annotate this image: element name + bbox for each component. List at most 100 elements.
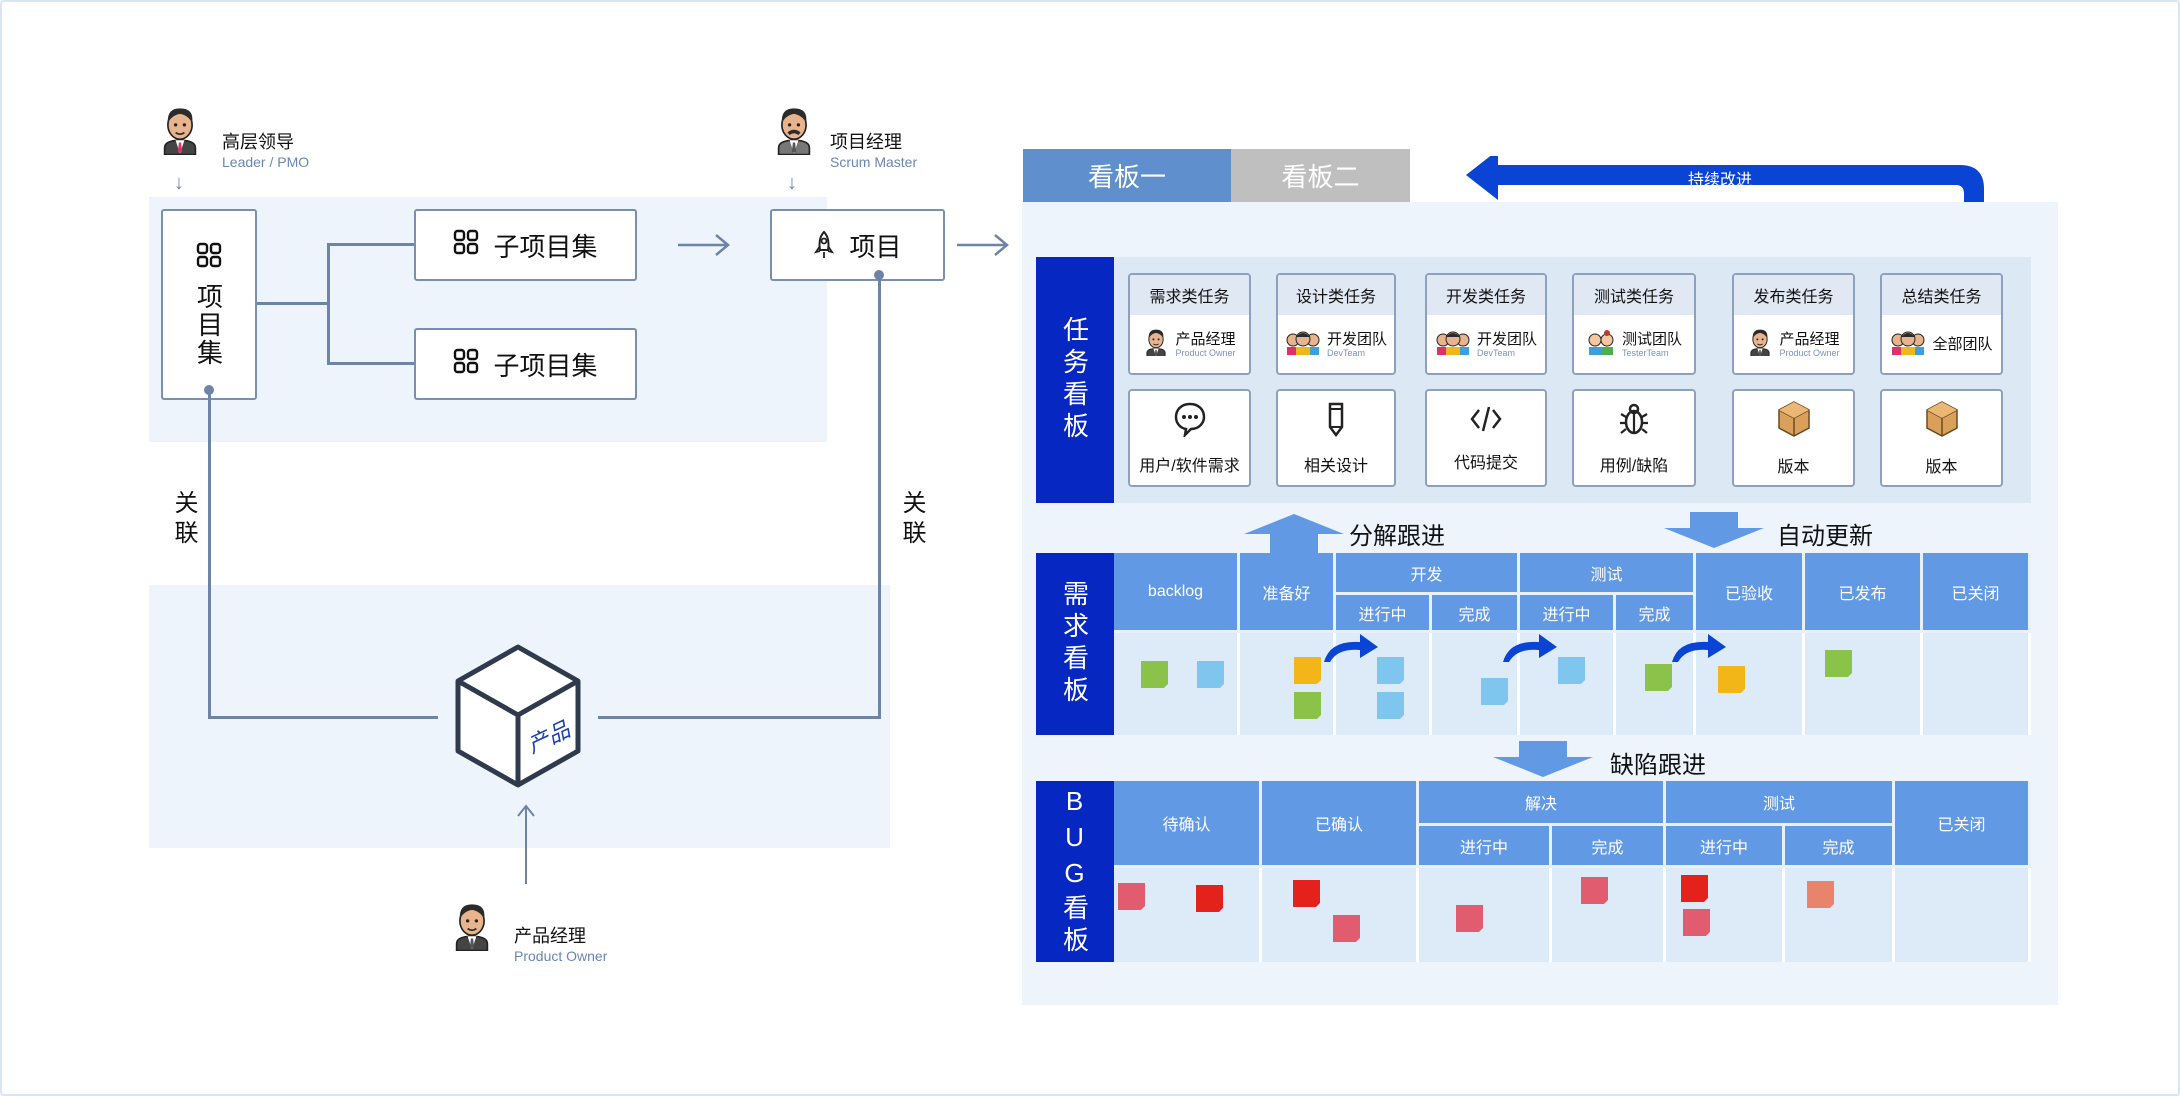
move-arrow-icon — [1670, 632, 1728, 669]
board-label-text: 需求看板 — [1059, 580, 1090, 708]
column-header[interactable]: 完成 — [1552, 826, 1666, 865]
column-header[interactable]: backlog — [1114, 553, 1240, 630]
task-item-card[interactable]: 用户/软件需求 — [1128, 389, 1251, 487]
column-header[interactable]: 已发布 — [1805, 553, 1923, 630]
flow-defect-label: 缺陷跟进 — [1610, 752, 1706, 779]
sub-program-box[interactable]: 子项目集 — [414, 209, 637, 281]
project-box[interactable]: 项目 — [770, 209, 945, 281]
task-type-title: 发布类任务 — [1734, 275, 1853, 315]
arrow-right-icon — [678, 234, 730, 256]
sticky-card[interactable] — [1683, 909, 1710, 936]
pen-icon — [1326, 401, 1346, 442]
column-body — [1785, 868, 1895, 962]
sticky-card[interactable] — [1294, 692, 1321, 719]
sticky-card[interactable] — [1718, 666, 1745, 693]
sticky-card[interactable] — [1196, 885, 1223, 912]
sub-program-box[interactable]: 子项目集 — [414, 328, 637, 400]
sticky-card[interactable] — [1456, 905, 1483, 932]
task-item-card[interactable]: 版本 — [1732, 389, 1855, 487]
column-header[interactable]: 完成 — [1616, 595, 1696, 630]
column-body — [1895, 868, 2031, 962]
task-type-title: 总结类任务 — [1882, 275, 2001, 315]
product-cube-icon[interactable] — [452, 643, 584, 789]
task-item-card[interactable]: 相关设计 — [1276, 389, 1396, 487]
task-item-label: 相关设计 — [1303, 457, 1368, 475]
column-header[interactable]: 进行中 — [1336, 595, 1432, 630]
owner-role: 产品经理 — [1779, 330, 1840, 348]
sticky-card[interactable] — [1807, 881, 1834, 908]
sticky-card[interactable] — [1825, 650, 1852, 677]
person-name: 高层领导 — [222, 132, 294, 152]
task-item-card[interactable]: 代码提交 — [1425, 389, 1547, 487]
tab-board-2[interactable]: 看板二 — [1231, 149, 1410, 202]
task-type-card[interactable]: 总结类任务全部团队 — [1880, 273, 2003, 375]
relation-line — [208, 390, 211, 718]
column-header[interactable]: 待确认 — [1114, 781, 1262, 865]
task-item-label: 代码提交 — [1453, 454, 1518, 472]
column-header[interactable]: 已验收 — [1696, 553, 1805, 630]
sticky-card[interactable] — [1558, 657, 1585, 684]
relation-line — [208, 716, 438, 719]
tab-board-1[interactable]: 看板一 — [1023, 149, 1231, 202]
task-type-owner: 全部团队 — [1882, 315, 2001, 373]
owner-role-en: DevTeam — [1476, 347, 1515, 358]
column-group-header: 开发 — [1336, 553, 1520, 592]
sticky-card[interactable] — [1681, 875, 1708, 902]
relation-line — [598, 716, 881, 719]
sticky-card[interactable] — [1645, 664, 1672, 691]
column-body — [1520, 633, 1616, 735]
task-item-card[interactable]: 版本 — [1880, 389, 2003, 487]
sticky-card[interactable] — [1118, 883, 1145, 910]
task-item-label: 用户/软件需求 — [1139, 457, 1240, 475]
column-header[interactable]: 已确认 — [1262, 781, 1419, 865]
avatar-scrum-master — [772, 104, 816, 160]
sticky-card[interactable] — [1197, 661, 1224, 688]
sub-program-label: 子项目集 — [493, 350, 598, 381]
avatar — [1747, 327, 1773, 362]
sticky-card[interactable] — [1293, 880, 1320, 907]
column-header[interactable]: 完成 — [1432, 595, 1520, 630]
program-box[interactable]: 项目集 — [161, 209, 257, 400]
column-header[interactable]: 完成 — [1785, 826, 1895, 865]
column-header[interactable]: 已关闭 — [1923, 553, 2031, 630]
column-body — [1923, 633, 2031, 735]
column-header[interactable]: 进行中 — [1666, 826, 1785, 865]
person-sub: Product Owner — [514, 948, 608, 964]
sticky-card[interactable] — [1377, 657, 1404, 684]
program-label: 项目集 — [193, 283, 224, 367]
connector — [327, 243, 414, 246]
task-item-card[interactable]: 用例/缺陷 — [1572, 389, 1696, 487]
avatar — [1143, 327, 1169, 362]
column-header[interactable]: 准备好 — [1240, 553, 1336, 630]
req-board-label: 需求看板 — [1036, 553, 1114, 735]
person-sub: Scrum Master — [830, 154, 918, 170]
sticky-card[interactable] — [1333, 915, 1360, 942]
task-type-title: 设计类任务 — [1278, 275, 1394, 315]
auto-update-arrow-down-icon — [1664, 512, 1764, 548]
column-header[interactable]: 进行中 — [1520, 595, 1616, 630]
owner-role-en: Product Owner — [1779, 347, 1840, 358]
column-header[interactable]: 进行中 — [1419, 826, 1552, 865]
sticky-card[interactable] — [1481, 678, 1508, 705]
owner-role-en: DevTeam — [1326, 347, 1365, 358]
owner-role: 测试团队 — [1621, 330, 1682, 348]
avatar-leader — [158, 104, 202, 160]
column-group-header: 测试 — [1520, 553, 1696, 592]
column-header[interactable]: 已关闭 — [1895, 781, 2031, 865]
avatar — [1586, 329, 1616, 360]
sticky-card[interactable] — [1294, 657, 1321, 684]
sticky-card[interactable] — [1581, 877, 1608, 904]
avatar — [1890, 329, 1926, 360]
sticky-card[interactable] — [1377, 692, 1404, 719]
sticky-card[interactable] — [1141, 661, 1168, 688]
